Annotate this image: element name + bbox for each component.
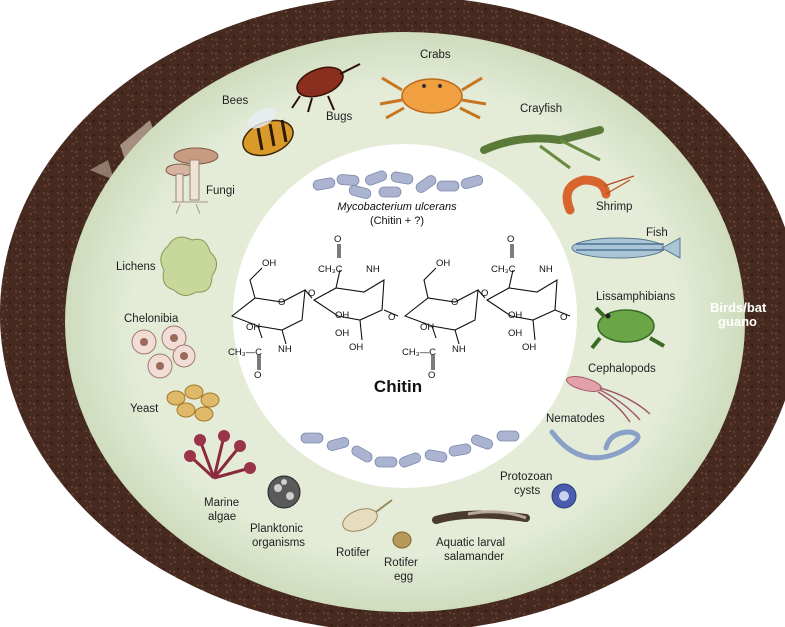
label-fish: Fish <box>646 227 668 239</box>
chem-nh: NH <box>366 264 380 275</box>
chem-oh: OH <box>522 342 536 353</box>
chem-ch3c: CH₃—C <box>228 347 262 358</box>
label-marine-2: algae <box>208 511 236 523</box>
bacterium-rod <box>497 431 519 441</box>
chem-oh: OH <box>508 328 522 339</box>
chem-ch3c: CH₃—C <box>402 347 436 358</box>
chem-o: O <box>388 312 395 323</box>
chem-oh: OH <box>420 322 434 333</box>
label-bugs: Bugs <box>326 111 352 123</box>
chem-o: O <box>254 370 261 381</box>
bacterium-rod <box>301 433 323 443</box>
chem-nh: NH <box>452 344 466 355</box>
bacterium-rod <box>375 457 397 467</box>
guano-label-2: guano <box>718 314 757 329</box>
chem-o: O <box>481 288 488 299</box>
label-fungi: Fungi <box>206 185 235 197</box>
guano-label-1: Birds/bat <box>710 300 767 315</box>
chem-o: O <box>560 312 567 323</box>
label-protozoan-1: Protozoan <box>500 471 552 483</box>
mycobacterium-label: Mycobacterium ulcerans <box>337 201 457 213</box>
label-rotifer-egg-2: egg <box>394 571 413 583</box>
label-protozoan-2: cysts <box>514 485 540 497</box>
chitin-plus-label: (Chitin + ?) <box>370 215 424 227</box>
label-rotifer-egg-1: Rotifer <box>384 557 418 569</box>
protozoan-cyst-illustration <box>552 484 576 508</box>
chem-o: O <box>507 234 514 245</box>
label-chelonibia: Chelonibia <box>124 313 179 325</box>
plankton-illustration <box>268 476 300 508</box>
chem-o: O <box>428 370 435 381</box>
rotifer-egg-illustration <box>393 532 411 548</box>
label-yeast: Yeast <box>130 403 159 415</box>
label-lissamphibians: Lissamphibians <box>596 291 676 303</box>
label-marine-1: Marine <box>204 497 239 509</box>
chem-o: O <box>278 297 285 308</box>
label-cephalopods: Cephalopods <box>588 363 656 375</box>
chem-nh: NH <box>278 344 292 355</box>
label-planktonic-1: Planktonic <box>250 523 303 535</box>
chem-oh: OH <box>508 310 522 321</box>
chem-oh: OH <box>262 258 276 269</box>
bacterium-rod <box>379 187 401 197</box>
chem-oh: OH <box>335 328 349 339</box>
chem-o: O <box>308 288 315 299</box>
label-shrimp: Shrimp <box>596 201 632 213</box>
chem-o: O <box>451 297 458 308</box>
chitin-title: Chitin <box>374 377 422 396</box>
chem-nh: NH <box>539 264 553 275</box>
label-lichens: Lichens <box>116 261 156 273</box>
label-nematodes: Nematodes <box>546 413 605 425</box>
chem-oh: OH <box>349 342 363 353</box>
label-salamander-1: Aquatic larval <box>436 537 505 549</box>
lichens-illustration <box>161 237 217 295</box>
chem-oh: OH <box>246 322 260 333</box>
label-crayfish: Crayfish <box>520 103 562 115</box>
chem-ch3c: CH₃C <box>491 264 516 275</box>
label-crabs: Crabs <box>420 49 451 61</box>
chem-oh: OH <box>436 258 450 269</box>
chem-oh: OH <box>335 310 349 321</box>
label-planktonic-2: organisms <box>252 537 305 549</box>
label-rotifer: Rotifer <box>336 547 370 559</box>
chem-o: O <box>334 234 341 245</box>
bacterium-rod <box>337 174 360 186</box>
chem-ch3c: CH₃C <box>318 264 343 275</box>
label-salamander-2: salamander <box>444 551 504 563</box>
label-bees: Bees <box>222 95 248 107</box>
bacterium-rod <box>437 181 459 191</box>
